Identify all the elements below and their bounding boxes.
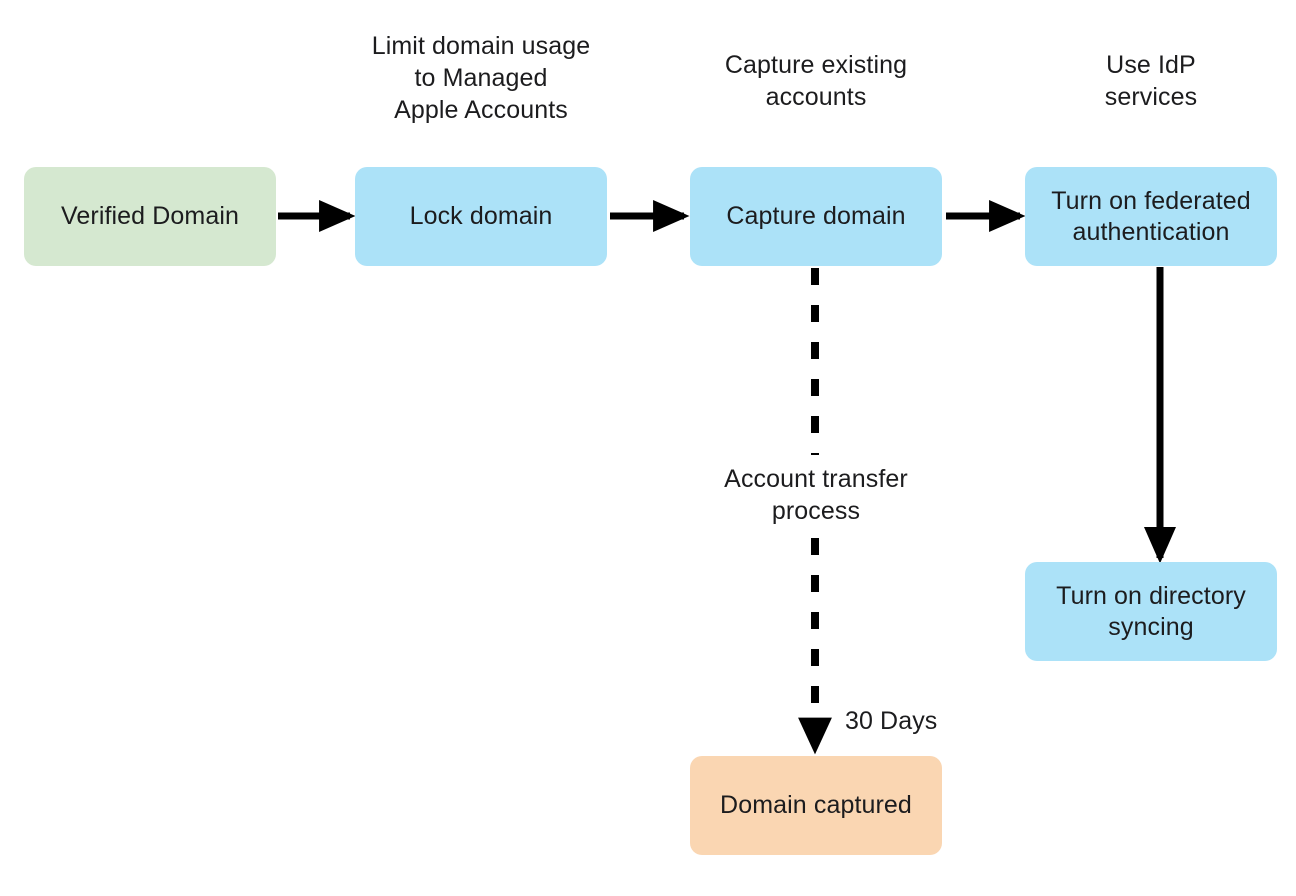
edge-label-account-transfer-process: Account transfer process xyxy=(690,463,942,527)
caption-federated-authentication: Use IdP services xyxy=(1104,51,1198,111)
caption-capture-domain: Capture existing accounts xyxy=(724,51,908,111)
node-lock-domain-label: Lock domain xyxy=(409,202,553,230)
caption-lock-domain: Limit domain usage to Managed Apple Acco… xyxy=(371,32,591,124)
node-verified-domain[interactable]: Verified Domain xyxy=(24,167,276,266)
node-capture-domain[interactable]: Capture domain xyxy=(690,167,942,266)
node-directory-syncing[interactable]: Turn on directory syncing xyxy=(1025,562,1277,661)
node-domain-captured[interactable]: Domain captured xyxy=(690,756,942,855)
node-federated-authentication-label: Turn on federated authentication xyxy=(1051,186,1251,246)
node-federated-authentication[interactable]: Turn on federated authentication xyxy=(1025,167,1277,266)
node-capture-domain-label: Capture domain xyxy=(726,202,906,230)
node-domain-captured-label: Domain captured xyxy=(720,791,912,819)
edge-label-30-days: 30 Days xyxy=(845,705,995,737)
node-directory-syncing-label: Turn on directory syncing xyxy=(1056,581,1246,641)
node-verified-domain-label: Verified Domain xyxy=(61,202,239,230)
node-lock-domain[interactable]: Lock domain xyxy=(355,167,607,266)
